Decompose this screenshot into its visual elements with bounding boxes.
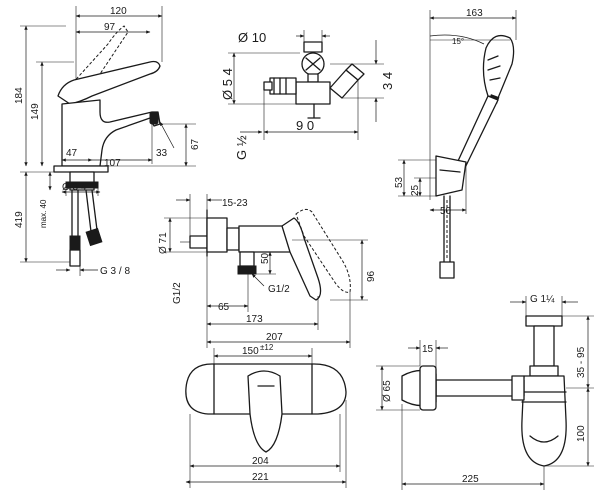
mixer-g12-left-label: G1/2 — [172, 282, 183, 304]
shower-mixer-flange — [206, 217, 228, 253]
valve-34-label: 3 4 — [380, 72, 395, 90]
angle-valve-bottom — [307, 103, 321, 119]
valve-dia10-label: Ø 10 — [238, 30, 266, 45]
shower-mixer-lever-raised — [295, 208, 351, 293]
basin-47-label: 47 — [66, 148, 78, 159]
angle-valve-inlet-thread — [263, 81, 273, 91]
angle-valve-body — [295, 81, 331, 105]
mixer-150-label: 150 — [242, 346, 259, 357]
mixer-50-label: 50 — [260, 252, 271, 264]
shower-53-label: 53 — [394, 176, 405, 188]
shower-25-label: 25 — [410, 184, 421, 196]
basin-mixer-base — [53, 165, 109, 173]
shower-mixer-front-seams — [213, 363, 313, 415]
mixer-221-label: 221 — [252, 472, 269, 483]
basin-g38-label: G 3 / 8 — [100, 266, 130, 277]
shower-50-label: 50 — [440, 206, 452, 217]
hand-shower-holder-line — [439, 169, 461, 173]
hand-shower-head-lines — [487, 55, 501, 81]
trap-outlet-pipe — [435, 379, 525, 397]
shower-mixer-side-drawing: 15-23 Ø 71 G1/2 50 G1/2 65 173 207 — [158, 194, 377, 348]
trap-bottle-curve — [529, 435, 559, 443]
basin-mixer-lever — [57, 60, 161, 105]
basin-419-label: 419 — [14, 211, 25, 228]
basin-120-label: 120 — [110, 6, 127, 17]
mixer-g12-right-label: G1/2 — [268, 284, 290, 295]
shower-mixer-eccentric — [189, 235, 208, 249]
basin-mixer-aerator — [149, 111, 159, 125]
basin-mixer-hose-end-left — [69, 235, 81, 251]
shower-15deg-label: 15° — [452, 37, 464, 46]
shower-mixer-front-drawing: 150 ±12 204 221 — [185, 343, 347, 488]
basin-mixer-hose-fitting — [69, 249, 81, 267]
basin-mixer-hose-end-right — [85, 227, 103, 247]
angle-valve-inlet-ribs — [273, 77, 287, 95]
mixer-96-label: 96 — [366, 270, 377, 282]
basin-mixer-drawing: 120 97 184 149 47 107 33 67 419 max. 40 … — [14, 6, 201, 277]
shower-mixer-front-lever — [247, 370, 283, 453]
mixer-15-23-label: 15-23 — [222, 198, 248, 209]
shower-163-label: 163 — [466, 8, 483, 19]
shower-mixer-lever — [281, 217, 322, 301]
trap-15-label: 15 — [422, 344, 434, 355]
trap-bottle — [521, 375, 567, 467]
trap-dia65-label: Ø 65 — [382, 380, 393, 402]
mixer-173-label: 173 — [246, 314, 263, 325]
angle-valve-cap — [303, 41, 323, 53]
trap-outlet-nut — [511, 375, 525, 401]
shower-mixer-outlet — [239, 251, 255, 267]
hand-shower-drawing: 163 15° 53 25 50 — [394, 8, 517, 279]
basin-107-label: 107 — [104, 158, 121, 169]
trap-35-95-label: 35 - 95 — [576, 346, 587, 378]
trap-wall-rosette — [419, 365, 437, 411]
mixer-150-tolerance-label: ±12 — [260, 343, 274, 352]
basin-33-label: 33 — [156, 148, 168, 159]
hand-shower-hose — [443, 195, 451, 263]
mixer-65-label: 65 — [218, 302, 230, 313]
mixer-207-label: 207 — [266, 332, 283, 343]
bottle-trap-drawing: G 1¼ 15 Ø 65 35 - 95 100 225 — [376, 293, 594, 490]
trap-g114-label: G 1¼ — [530, 293, 555, 305]
basin-mixer-lever-raised — [65, 25, 129, 99]
basin-mixer-body — [61, 99, 161, 167]
mixer-204-label: 204 — [252, 456, 269, 467]
trap-tailpiece — [533, 325, 555, 367]
basin-max40-label: max. 40 — [39, 199, 48, 228]
basin-97-label: 97 — [104, 22, 116, 33]
basin-dia34-label: Ø 3 4 — [62, 182, 87, 193]
trap-top-nut — [525, 315, 563, 327]
mixer-dia71-label: Ø 71 — [158, 232, 169, 254]
valve-dia54-label: Ø 5 4 — [220, 68, 235, 100]
valve-g12-label: G ½ — [234, 135, 249, 160]
basin-149-label: 149 — [30, 103, 41, 120]
angle-valve-head-cross — [305, 57, 321, 71]
trap-225-label: 225 — [462, 474, 479, 485]
basin-67-label: 67 — [190, 138, 201, 150]
trap-slip-nut — [529, 365, 559, 377]
shower-mixer-outlet-nut — [237, 265, 257, 275]
angle-valve-stem — [307, 73, 319, 83]
angle-valve-drawing: Ø 10 Ø 5 4 G ½ 9 0 3 4 — [220, 30, 395, 160]
hand-shower-hose-end — [439, 261, 455, 279]
shower-mixer-nut — [226, 227, 240, 251]
trap-100-label: 100 — [576, 425, 587, 442]
angle-valve-outlet-nut — [345, 63, 365, 81]
hand-shower-holder — [435, 155, 467, 197]
basin-184-label: 184 — [14, 87, 25, 104]
trap-bottle-ribs — [521, 391, 567, 403]
valve-90-label: 9 0 — [296, 118, 314, 133]
